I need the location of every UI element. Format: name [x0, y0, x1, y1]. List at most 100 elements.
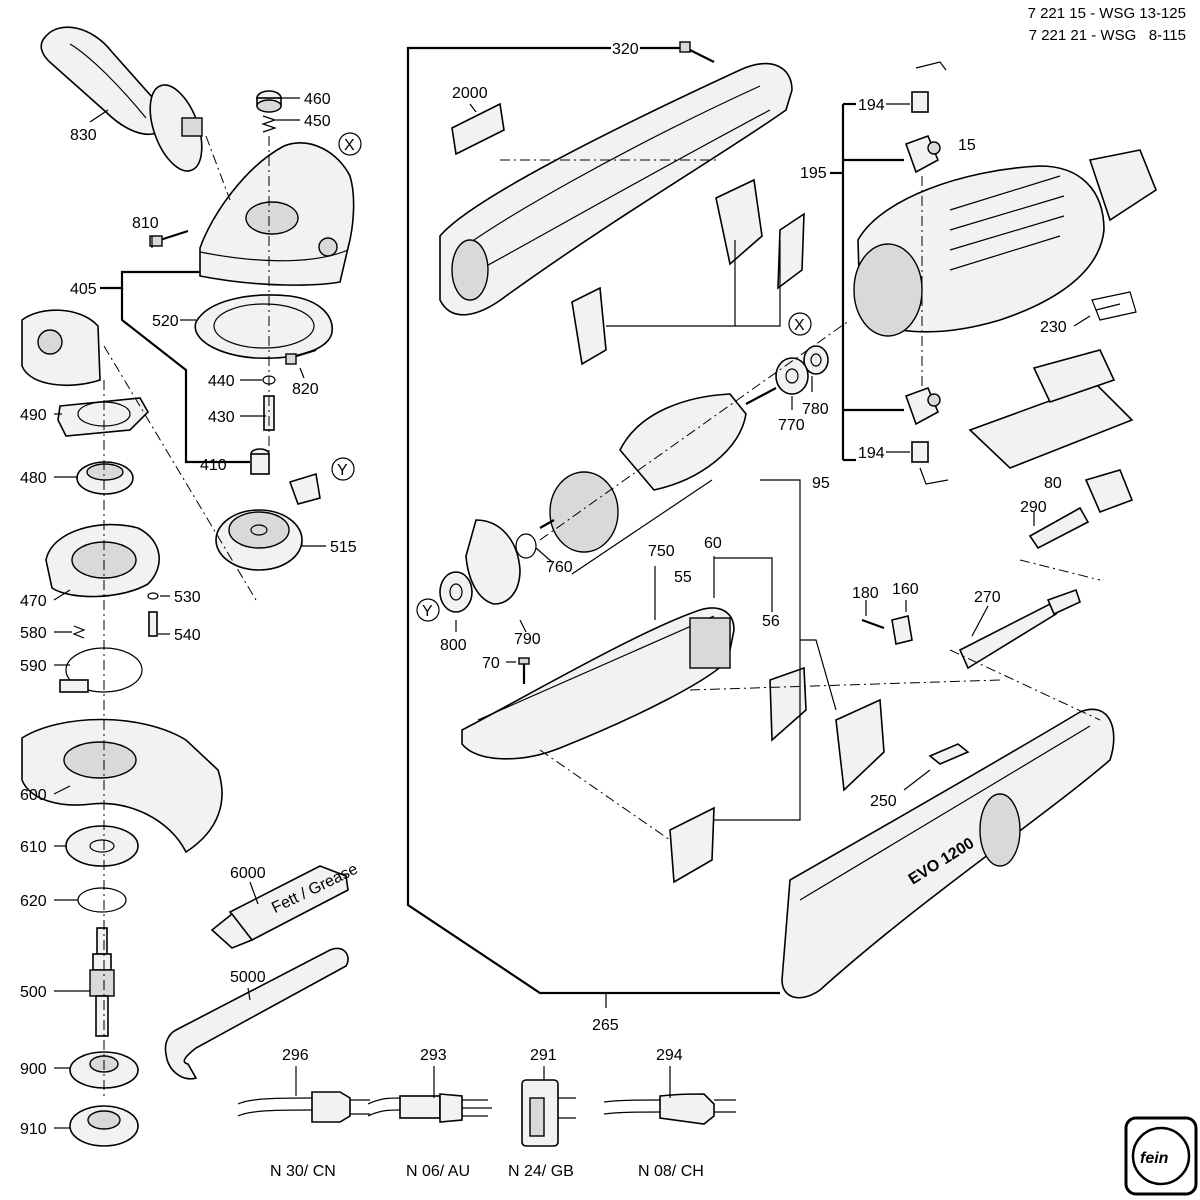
- spring-clip: [1091, 291, 1137, 321]
- label-515: 515: [330, 539, 357, 556]
- label-470: 470: [20, 593, 47, 610]
- spindle: [89, 927, 115, 1037]
- marker-x-mid: X: [794, 317, 805, 334]
- plug-captions: N 30/ CN N 06/ AU N 24/ GB N 08/ CH: [270, 1163, 704, 1180]
- label-293: 293: [420, 1047, 447, 1064]
- label-230: 230: [1040, 319, 1067, 336]
- leader-lines: [53, 97, 1091, 1129]
- small-hardware: [59, 592, 159, 693]
- fein-logo-text: fein: [1140, 1150, 1169, 1167]
- label-410: 410: [200, 457, 227, 474]
- label-6000: 6000: [230, 865, 266, 882]
- housing-group-bracket: [406, 46, 780, 995]
- cable-and-relief: [861, 469, 1134, 670]
- screw-320: [679, 41, 715, 63]
- label-490: 490: [20, 407, 47, 424]
- label-180: 180: [852, 585, 879, 602]
- label-480: 480: [20, 470, 47, 487]
- screw-70: [518, 657, 530, 684]
- label-5000: 5000: [230, 969, 266, 986]
- label-450: 450: [304, 113, 331, 130]
- screw-820: [285, 348, 317, 365]
- reference-markers: X X Y Y: [331, 132, 812, 622]
- assembly-dashes: [103, 135, 1101, 1100]
- label-620: 620: [20, 893, 47, 910]
- label-95: 95: [812, 475, 830, 492]
- plug-caption-cn: N 30/ CN: [270, 1163, 336, 1180]
- label-780: 780: [802, 401, 829, 418]
- knob-and-spring: [256, 90, 282, 133]
- label-270: 270: [974, 589, 1001, 606]
- marker-y-left: Y: [422, 603, 433, 620]
- baffle-ring-bearing: [439, 519, 537, 613]
- label-296: 296: [282, 1047, 309, 1064]
- label-55: 55: [674, 569, 692, 586]
- side-handle: [40, 26, 203, 172]
- label-530: 530: [174, 589, 201, 606]
- label-250: 250: [870, 793, 897, 810]
- document-number-line-1: 7 221 15 - WSG 13-125: [1027, 5, 1186, 22]
- handle-housing-lower: EVO 1200: [781, 708, 1115, 999]
- label-590: 590: [20, 658, 47, 675]
- pinion: [288, 472, 321, 505]
- screw-810: [149, 229, 189, 247]
- bearing-plate: [21, 309, 149, 437]
- label-265: 265: [592, 1017, 619, 1034]
- label-460: 460: [304, 91, 331, 108]
- housing-half-upper: [439, 62, 793, 316]
- label-70: 70: [482, 655, 500, 672]
- label-770: 770: [778, 417, 805, 434]
- label-800: 800: [440, 637, 467, 654]
- label-15: 15: [958, 137, 976, 154]
- bearing-480: [76, 461, 134, 495]
- disc-and-ring: [65, 825, 139, 913]
- part-labels: 320 2000 194 15 195 460 450 830 810 405 …: [20, 41, 1067, 1138]
- label-790: 790: [514, 631, 541, 648]
- label-580: 580: [20, 625, 47, 642]
- label-810: 810: [132, 215, 159, 232]
- plug-caption-ch: N 08/ CH: [638, 1163, 704, 1180]
- label-194-bottom: 194: [858, 445, 885, 462]
- label-405: 405: [70, 281, 97, 298]
- plug-cn: [237, 1091, 370, 1123]
- label-195: 195: [800, 165, 827, 182]
- marker-x-top: X: [344, 137, 355, 154]
- label-520: 520: [152, 313, 179, 330]
- armature: [539, 387, 777, 553]
- label-294: 294: [656, 1047, 683, 1064]
- fein-logo-icon: fein: [1124, 1116, 1198, 1196]
- label-900: 900: [20, 1061, 47, 1078]
- label-194-top: 194: [858, 97, 885, 114]
- label-750: 750: [648, 543, 675, 560]
- label-540: 540: [174, 627, 201, 644]
- document-number-line-2: 7 221 21 - WSG 8-115: [1028, 27, 1186, 44]
- plug-gb: [521, 1079, 576, 1147]
- label-60: 60: [704, 535, 722, 552]
- label-plate: [451, 102, 505, 156]
- bearings-770-780: [775, 345, 829, 395]
- lock-button: [928, 743, 970, 765]
- marker-y-right: Y: [337, 462, 348, 479]
- label-290: 290: [1020, 499, 1047, 516]
- label-430: 430: [208, 409, 235, 426]
- bevel-gear: [215, 509, 303, 571]
- label-160: 160: [892, 581, 919, 598]
- label-320: 320: [612, 41, 639, 58]
- switch-covers: [669, 666, 885, 884]
- stator: [853, 149, 1157, 337]
- label-80: 80: [1044, 475, 1062, 492]
- label-291: 291: [530, 1047, 557, 1064]
- bearing-flange: [45, 523, 160, 598]
- label-500: 500: [20, 984, 47, 1001]
- label-760: 760: [546, 559, 573, 576]
- plug-caption-au: N 06/ AU: [406, 1163, 470, 1180]
- plug-caption-gb: N 24/ GB: [508, 1163, 574, 1180]
- gear-head-housing: [199, 142, 355, 286]
- label-820: 820: [292, 381, 319, 398]
- brush-holder-bottom: [904, 386, 949, 485]
- label-830: 830: [70, 127, 97, 144]
- washer-pin-sleeve: [250, 375, 276, 475]
- label-910: 910: [20, 1121, 47, 1138]
- brush-holder-top: [904, 61, 947, 174]
